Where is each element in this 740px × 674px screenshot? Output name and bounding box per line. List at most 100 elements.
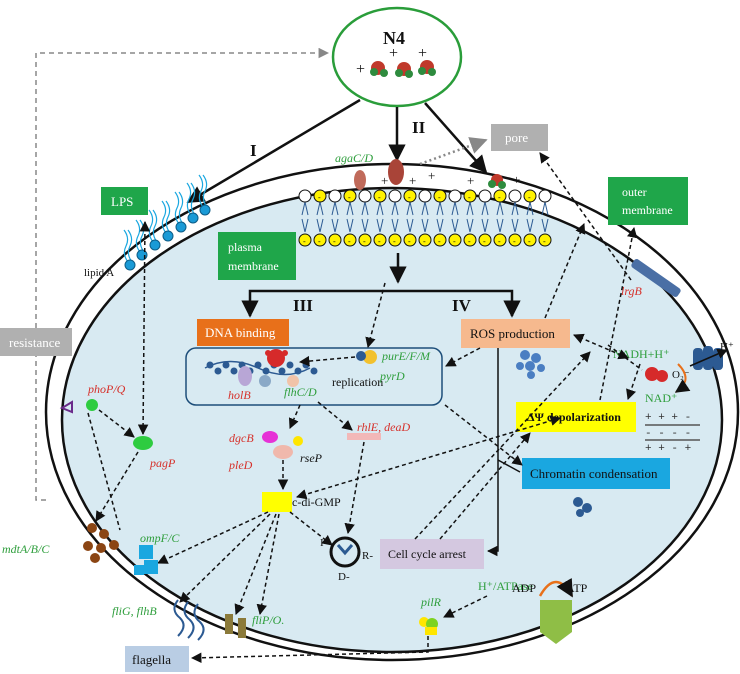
gene-dgcB: dgcB (229, 431, 254, 445)
lipid-head (478, 233, 492, 247)
lipid-head (343, 189, 357, 203)
surface-charge: + (381, 173, 388, 188)
lipid-head (463, 189, 477, 203)
purefm-to-dna-arrow (298, 355, 356, 367)
phoPQ-to-mdt-arrow (87, 412, 121, 531)
phoPQ-sensor-icon (59, 399, 98, 414)
lipid-head (508, 233, 522, 247)
lipid-head (508, 189, 522, 203)
gene-pilR: pilR (420, 595, 442, 609)
resistance-label: resistance (9, 335, 60, 350)
resistance-box (0, 328, 72, 356)
svg-text:-: - (408, 193, 411, 202)
lipid-head (463, 233, 477, 247)
svg-text:-: - (438, 193, 441, 202)
hplus-label: H⁺ (720, 341, 734, 353)
cell-cycle-box (380, 539, 484, 569)
lipid-head (388, 233, 402, 247)
cdigmp-to-fliP-arrow (234, 513, 277, 615)
surface-charge: + (513, 172, 520, 187)
pathway-i-arrow (186, 98, 361, 204)
lipid-head (328, 233, 342, 247)
lipid-head (538, 189, 552, 203)
svg-text:-: - (528, 237, 531, 246)
lipid-head (313, 189, 327, 203)
lipid-head (373, 233, 387, 247)
outer-membrane-label-2: membrane (622, 203, 673, 217)
membrane-bilayer: ------------------------- (298, 189, 552, 247)
chromatin-label: Chromatin condensation (530, 466, 658, 481)
dgcB-icon (262, 431, 278, 443)
phoPQ-to-pagP-arrow (98, 409, 135, 438)
lipid-head (403, 189, 417, 203)
phage-charge: + (418, 45, 427, 62)
membrane-potential-icon: + + + - - - - - + + - + (645, 412, 700, 455)
lipid-head (358, 189, 372, 203)
superoxide-icon (645, 367, 668, 382)
pore-arrow (419, 137, 488, 166)
cycle-d-label: D- (338, 571, 350, 583)
flagella-box (125, 646, 189, 672)
pathway-label-iii: III (293, 296, 313, 315)
atp-label: ATP (566, 581, 588, 595)
chromatin-icon (573, 497, 592, 517)
gene-rseP: rseP (300, 451, 323, 465)
phage-charge: + (356, 61, 365, 78)
gene-pleD: pleD (228, 458, 253, 472)
gene-fliG-flhB: fliG, flhB (112, 604, 157, 618)
gene-pyrD: pyrD (379, 369, 405, 383)
lipid-head (538, 233, 552, 247)
surface-charge: + (428, 168, 435, 183)
c-di-gmp-box (262, 492, 292, 512)
gene-agaCD: agaC/D (335, 151, 373, 165)
svg-text:-: - (378, 237, 381, 246)
lps-molecule (161, 200, 174, 242)
svg-text:-: - (513, 237, 516, 246)
lipid-head (388, 189, 402, 203)
plasma-membrane-box (218, 232, 296, 280)
ros-production-box (461, 319, 570, 348)
outer-membrane-box (608, 177, 688, 225)
svg-text:-: - (408, 237, 411, 246)
svg-text:-: - (483, 237, 486, 246)
pathway-label-ii: II (412, 118, 426, 137)
pleD-icon (273, 445, 293, 459)
depolarization-label: ΔΨ depolarization (527, 410, 621, 424)
pore-box (491, 124, 548, 151)
phage-particle-icon (370, 61, 388, 77)
redox-curve-arrow (674, 363, 691, 393)
lps-molecule (174, 191, 187, 233)
pore-label: pore (505, 130, 528, 145)
cdigmp-to-cycle-arrow (289, 511, 333, 546)
lipid-head (358, 233, 372, 247)
fliPO-motor-icon (225, 614, 246, 638)
svg-text:-: - (423, 237, 426, 246)
phage-title: N4 (383, 28, 405, 48)
ros-to-cell-cycle-arrow (486, 348, 499, 557)
purEFM-protein-icon (356, 350, 377, 364)
ros-production-label: ROS production (470, 326, 555, 341)
ros-to-outer-arrow (544, 223, 586, 319)
pathway-iii-arrow (241, 289, 398, 318)
lipid-a-label: lipid A (84, 267, 114, 279)
ompFC-porin-icon (134, 545, 158, 575)
svg-text:+ + - +: + + - + (645, 443, 691, 455)
svg-text:-: - (543, 237, 546, 246)
gene-fliPO: fliP/O. (252, 613, 284, 627)
resistance-feedback-arrow (35, 47, 330, 328)
lipid-head (523, 189, 537, 203)
atp-synthase-icon (540, 600, 572, 644)
svg-text:-: - (303, 237, 306, 246)
svg-text:-: - (468, 237, 471, 246)
gene-rhlE-deaD: rhlE, deaD (357, 420, 410, 434)
gene-flhCD: flhC/D (284, 385, 317, 399)
svg-text:-: - (363, 237, 366, 246)
pilR-to-flagella-arrow (190, 636, 429, 664)
svg-text:-: - (438, 237, 441, 246)
svg-text:-: - (528, 193, 531, 202)
lipid-head (493, 189, 507, 203)
replication-to-chromatin-arrow (444, 404, 523, 466)
lps-molecule (123, 229, 136, 271)
svg-text:-: - (348, 237, 351, 246)
svg-text:-: - (378, 193, 381, 202)
